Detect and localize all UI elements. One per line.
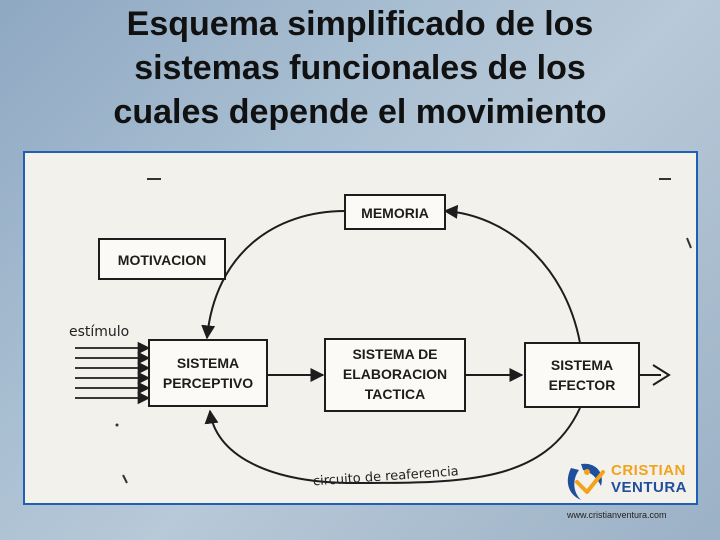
diagram-canvas: MEMORIA MOTIVACION estímulo SISTEMA PERC… — [69, 178, 692, 489]
estimulo-label: estímulo — [69, 324, 129, 340]
motivacion-box — [98, 238, 226, 280]
efector-box — [524, 342, 640, 408]
elaboracion-line-1: SISTEMA DE — [352, 346, 437, 362]
perceptivo-line-2: PERCEPTIVO — [163, 375, 253, 391]
stimulus-arrows — [75, 341, 151, 405]
title-line-2: sistemas funcionales de los — [134, 49, 586, 87]
arc-efector-to-memoria — [443, 204, 581, 344]
arc-memoria-to-perceptivo — [201, 210, 346, 340]
efector-line-1: SISTEMA — [551, 357, 613, 373]
arc-reaferencia — [204, 407, 581, 485]
motivacion-label: MOTIVACION — [118, 252, 206, 268]
scan-speck — [122, 474, 128, 484]
title-line-3: cuales depende el movimiento — [113, 93, 607, 131]
diagram-figure: MEMORIA MOTIVACION estímulo SISTEMA PERC… — [23, 151, 698, 505]
logo-mark-icon — [567, 463, 605, 500]
perceptivo-box — [148, 339, 268, 407]
logo-line-1: CRISTIAN — [611, 462, 686, 479]
reaferencia-label: circuito de reaferencia — [312, 464, 459, 489]
title-line-1: Esquema simplificado de los — [126, 5, 594, 43]
perceptivo-line-1: SISTEMA — [177, 355, 239, 371]
logo-line-2: VENTURA — [611, 479, 688, 496]
elaboracion-box — [324, 338, 466, 412]
scan-speck — [115, 423, 119, 427]
memoria-box — [344, 194, 446, 230]
site-url[interactable]: www.cristianventura.com — [567, 510, 667, 520]
memoria-label: MEMORIA — [361, 205, 429, 221]
output-arrow — [639, 364, 671, 386]
efector-line-2: EFECTOR — [549, 377, 616, 393]
elaboracion-line-3: TACTICA — [365, 386, 425, 402]
cristian-ventura-logo: CRISTIAN VENTURA — [565, 458, 695, 504]
elaboracion-line-2: ELABORACION — [343, 366, 447, 382]
slide-title: Esquema simplificado de los sistemas fun… — [0, 0, 720, 152]
scan-mark — [686, 237, 692, 249]
